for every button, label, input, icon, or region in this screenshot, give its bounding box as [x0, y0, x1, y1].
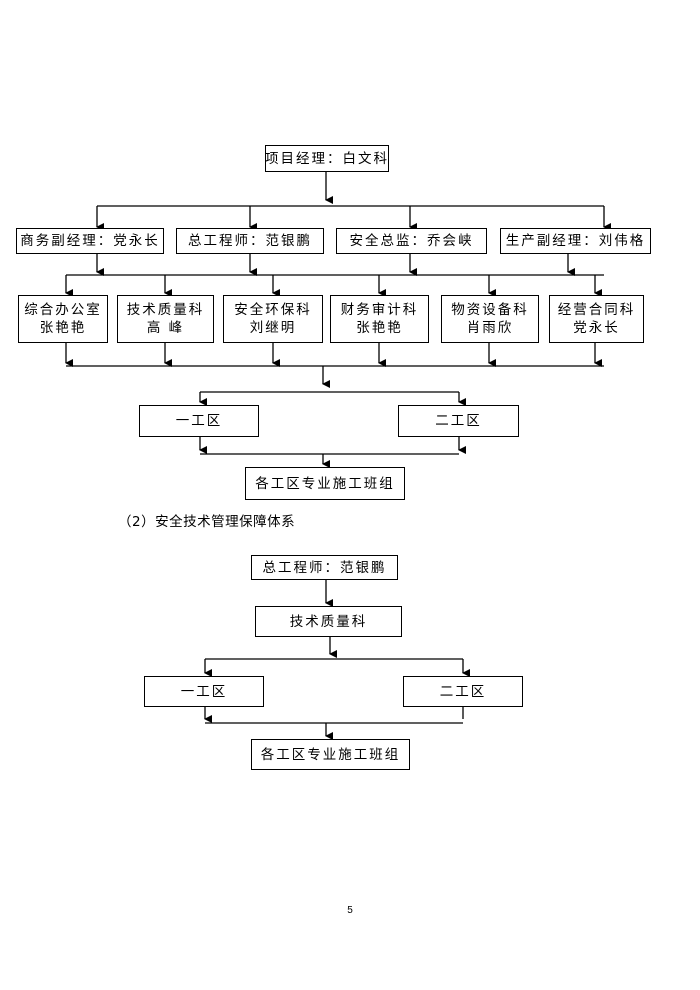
box-dept-safety-env: 安全环保科 刘继明	[223, 295, 323, 343]
box-dept-finance: 财务审计科 张艳艳	[330, 295, 429, 343]
box-tech-quality-2: 技术质量科	[255, 606, 402, 637]
box-chief-engineer: 总工程师：范银鹏	[176, 228, 324, 254]
box-zone-1-2: 一工区	[144, 676, 264, 707]
section-caption: （2）安全技术管理保障体系	[118, 514, 296, 530]
box-deputy-production: 生产副经理：刘伟格	[500, 228, 651, 254]
box-dept-materials: 物资设备科 肖雨欣	[441, 295, 539, 343]
box-dept-contracts: 经营合同科 党永长	[549, 295, 644, 343]
box-chief-engineer-2: 总工程师：范银鹏	[251, 555, 398, 580]
box-safety-director: 安全总监：乔会峡	[336, 228, 487, 254]
box-zone-2: 二工区	[398, 405, 519, 437]
box-dept-tech-quality: 技术质量科 高 峰	[117, 295, 214, 343]
box-zone-1: 一工区	[139, 405, 259, 437]
page-number: 5	[347, 905, 353, 916]
box-work-teams-2: 各工区专业施工班组	[251, 739, 410, 770]
box-zone-2-2: 二工区	[403, 676, 523, 707]
box-work-teams: 各工区专业施工班组	[245, 467, 405, 500]
box-deputy-business: 商务副经理：党永长	[16, 228, 164, 254]
box-dept-office: 综合办公室 张艳艳	[18, 295, 108, 343]
box-project-manager: 项目经理：白文科	[265, 145, 389, 172]
label-project-manager: 项目经理：白文科	[265, 150, 389, 167]
